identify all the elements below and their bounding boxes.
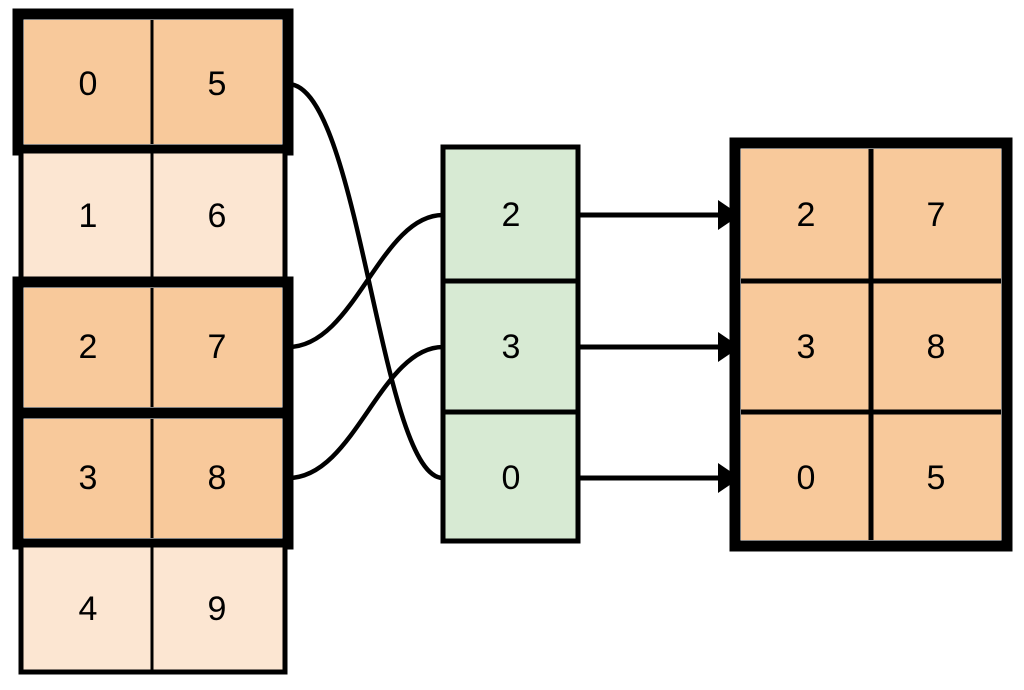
source-cell-0-0-text: 0 <box>79 65 98 103</box>
source-cell-3-1-bg <box>152 419 282 538</box>
connector-curves <box>287 81 444 481</box>
source-cell-2-0-bg <box>24 288 152 407</box>
source-cell-0-0-bg <box>24 20 152 144</box>
arrow-head-1-icon <box>718 332 740 362</box>
result-row-0[interactable]: 2 7 <box>797 196 946 234</box>
arrow-index0-to-result0 <box>578 200 740 230</box>
source-cell-0-1-text: 5 <box>208 65 227 103</box>
arrow-index1-to-result1 <box>578 332 740 362</box>
index-cell-1[interactable]: 3 <box>502 328 521 366</box>
source-row-4[interactable]: 4 9 <box>18 542 288 675</box>
source-cell-1-0-bg <box>21 151 152 281</box>
source-cell-1-1-text: 6 <box>208 197 227 235</box>
index-cell-1-text: 3 <box>502 328 521 366</box>
source-cell-4-0-text: 4 <box>79 590 98 628</box>
source-cell-4-1-bg <box>152 545 285 672</box>
source-row-2[interactable]: 2 7 <box>12 276 294 419</box>
index-cell-0-text: 2 <box>502 196 521 234</box>
connector-row2-to-index0 <box>287 212 444 350</box>
result-table: 2 7 3 8 0 5 <box>729 137 1013 552</box>
arrow-index2-to-result2 <box>578 463 740 493</box>
source-cell-0-1-bg <box>152 20 282 144</box>
index-column-outline <box>440 144 581 544</box>
result-arrows <box>578 200 740 493</box>
source-row-1[interactable]: 1 6 <box>18 148 288 284</box>
source-cell-2-1-text: 7 <box>208 328 227 366</box>
result-cell-2-1-text: 5 <box>927 459 946 497</box>
result-table-outline <box>729 137 1013 552</box>
source-cell-1-1-bg <box>152 151 285 281</box>
arrow-head-0-icon <box>718 200 740 230</box>
source-table: 0 5 1 6 2 7 <box>12 8 294 675</box>
source-row-3[interactable]: 3 8 <box>12 407 294 550</box>
source-row-0[interactable]: 0 5 <box>12 8 294 156</box>
source-cell-3-0-bg <box>24 419 152 538</box>
index-cell-2-text: 0 <box>502 459 521 497</box>
result-cell-1-1-text: 8 <box>927 328 946 366</box>
source-cell-2-0-text: 2 <box>79 328 98 366</box>
source-cell-2-1-bg <box>152 288 282 407</box>
index-column-bg <box>443 147 578 541</box>
result-cell-0-1-text: 7 <box>927 196 946 234</box>
result-row-1[interactable]: 3 8 <box>797 328 946 366</box>
index-column: 2 3 0 <box>440 144 581 544</box>
source-cell-3-0-text: 3 <box>79 459 98 497</box>
result-cell-2-0-text: 0 <box>797 459 816 497</box>
index-cell-0[interactable]: 2 <box>502 196 521 234</box>
source-cell-1-0-text: 1 <box>79 197 98 235</box>
index-cell-2[interactable]: 0 <box>502 459 521 497</box>
source-cell-3-1-text: 8 <box>208 459 227 497</box>
source-cell-4-0-bg <box>21 545 152 672</box>
result-cell-0-0-text: 2 <box>797 196 816 234</box>
source-cell-4-1-text: 9 <box>208 590 227 628</box>
arrow-head-2-icon <box>718 463 740 493</box>
connector-row3-to-index1 <box>287 344 444 481</box>
result-cell-1-0-text: 3 <box>797 328 816 366</box>
result-row-2[interactable]: 0 5 <box>797 459 946 497</box>
